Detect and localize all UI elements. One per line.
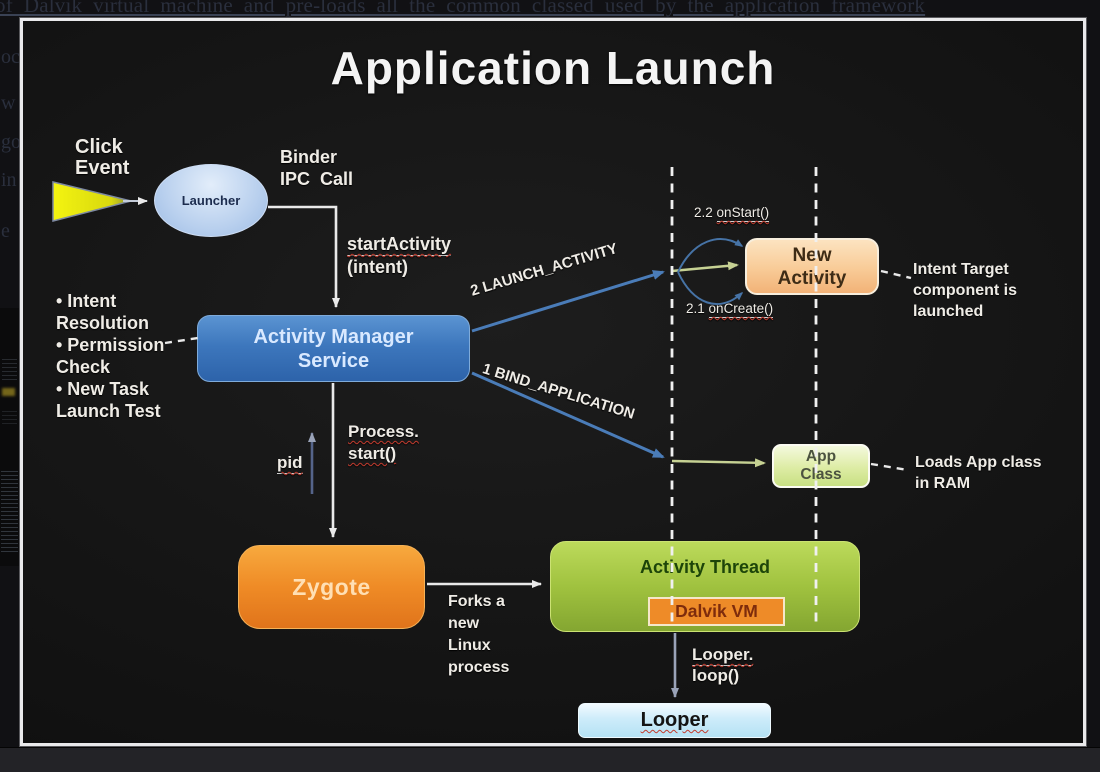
start-activity-method: startActivity: [347, 234, 452, 256]
activity-thread-node: Activity Thread Dalvik VM: [550, 541, 860, 632]
pid-label: pid: [277, 453, 303, 474]
app-class-node: App Class: [772, 444, 870, 488]
activity-manager-service-node: Activity Manager Service: [197, 315, 470, 382]
page-bottom-strip: [0, 747, 1100, 772]
start-activity-arg: (intent): [347, 257, 408, 277]
looper-loop-label: Looper. loop(): [692, 645, 754, 685]
loads-app-note: Loads App class in RAM: [915, 454, 1042, 492]
bullet-item: • Intent Resolution: [56, 291, 149, 333]
intent-target-note: Intent Target component is launched: [913, 261, 1018, 320]
thumbnail-text-lines: [2, 356, 17, 382]
click-event-label: Click Event: [75, 136, 130, 179]
launch-activity-arrow-label: 2 LAUNCH_ACTIVITY: [468, 240, 620, 300]
document-edge-fragment: e: [1, 220, 10, 242]
launcher-node: Launcher: [154, 164, 268, 237]
activity-thread-label: Activity Thread: [639, 557, 771, 577]
thumbnail-text-lines: [1, 468, 18, 552]
document-edge-fragment: go: [1, 131, 19, 153]
thumbnail-text-lines: [2, 408, 17, 426]
document-top-line[interactable]: of Dalvik virtual machine and pre-loads …: [0, 0, 926, 17]
bullet-item: • Permission Check: [56, 335, 165, 377]
document-edge-fragment: oc: [1, 46, 19, 68]
click-arrow-icon: [52, 181, 132, 222]
forks-process-note: Forks a new Linux process: [448, 593, 510, 676]
zygote-node: Zygote: [238, 545, 425, 629]
oncreate-label: 2.1 onCreate(): [686, 301, 774, 318]
new-activity-node: New Activity: [745, 238, 879, 295]
document-edge-fragment: w: [1, 92, 16, 114]
slide-title: Application Launch: [330, 42, 776, 94]
bullet-item: • New Task Launch Test: [56, 379, 161, 421]
background-thumbnail-strip: [0, 308, 19, 566]
onstart-label: 2.2 onStart(): [694, 205, 770, 222]
document-edge-fragment: in: [1, 169, 17, 191]
looper-node: Looper: [578, 703, 771, 738]
ams-checks-bullet-list: • Intent Resolution • Permission Check •…: [56, 290, 198, 422]
bind-application-arrow-label: 1 BIND_APPLICATION: [480, 360, 637, 423]
process-start-label: Process. start(): [348, 422, 419, 463]
thumbnail-yellow-blob: [2, 388, 15, 396]
start-activity-label: startActivity (intent): [347, 233, 452, 279]
dalvik-vm-node: Dalvik VM: [648, 597, 785, 626]
